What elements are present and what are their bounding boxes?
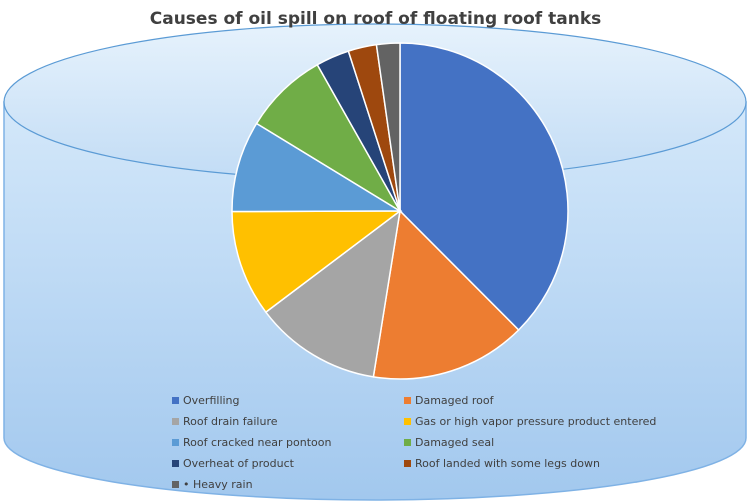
legend-label: Gas or high vapor pressure product enter… xyxy=(415,415,657,428)
pie-chart xyxy=(231,42,569,380)
legend-item: Overheat of product xyxy=(172,457,294,470)
legend-swatch xyxy=(172,460,179,467)
pie-slice-1 xyxy=(372,209,520,380)
legend-label: Damaged roof xyxy=(415,394,494,407)
legend-item: Damaged roof xyxy=(404,394,494,407)
legend-swatch xyxy=(172,481,179,488)
legend-item: Roof drain failure xyxy=(172,415,278,428)
legend-swatch xyxy=(404,397,411,404)
pie-slice-4 xyxy=(231,122,403,213)
legend-swatch xyxy=(404,418,411,425)
chart-title: Causes of oil spill on roof of floating … xyxy=(149,9,602,29)
legend-swatch xyxy=(172,397,179,404)
legend-item: Roof landed with some legs down xyxy=(404,457,600,470)
legend-label: Overfilling xyxy=(183,394,240,407)
pie-slice-8 xyxy=(375,42,401,212)
legend-label: Roof drain failure xyxy=(183,415,278,428)
legend-label: • Heavy rain xyxy=(183,478,253,491)
legend-item: Roof cracked near pontoon xyxy=(172,436,332,449)
legend-swatch xyxy=(404,439,411,446)
pie-slice-2 xyxy=(264,209,402,378)
legend-item: Overfilling xyxy=(172,394,240,407)
legend-swatch xyxy=(172,418,179,425)
pie-slice-0 xyxy=(399,42,569,332)
legend-label: Roof cracked near pontoon xyxy=(183,436,332,449)
legend-swatch xyxy=(172,439,179,446)
legend-swatch xyxy=(404,460,411,467)
legend-label: Roof landed with some legs down xyxy=(415,457,600,470)
legend-item: Gas or high vapor pressure product enter… xyxy=(404,415,656,428)
legend-item: • Heavy rain xyxy=(172,478,253,491)
legend-item: Damaged seal xyxy=(404,436,494,449)
legend-label: Damaged seal xyxy=(415,436,495,449)
legend-label: Overheat of product xyxy=(183,457,294,470)
pie-slice-3 xyxy=(231,210,403,314)
